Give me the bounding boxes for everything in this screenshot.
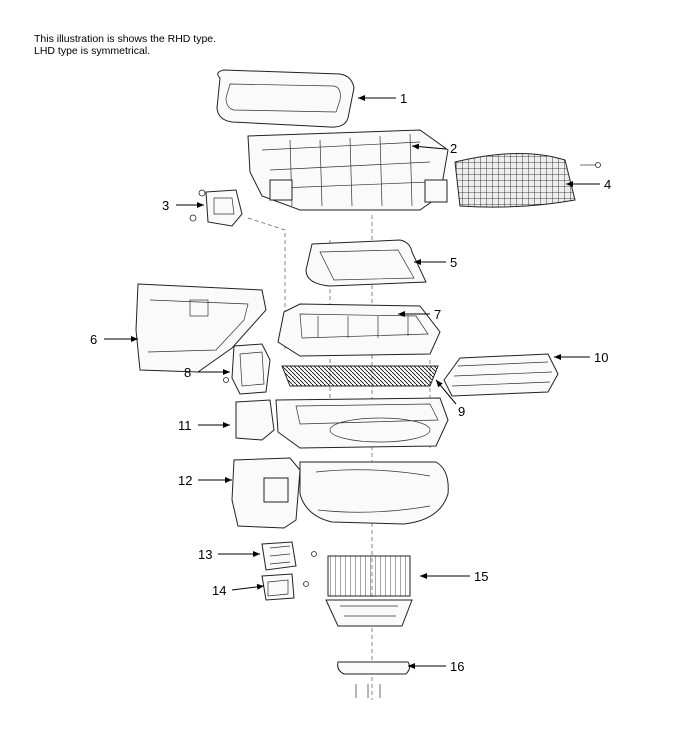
assembly-axis-lines [247, 215, 431, 700]
callout-numbers: 1 2 3 4 5 6 7 8 9 10 11 12 13 14 15 16 [90, 91, 611, 674]
part-7-intake-case [277, 303, 441, 357]
part-2-upper-case [247, 129, 449, 211]
part-5-housing [305, 239, 427, 287]
part-10-filter-cover [443, 353, 559, 397]
callout-13: 13 [198, 547, 212, 562]
part-14-control-module [261, 573, 309, 601]
callout-16: 16 [450, 659, 464, 674]
part-11-lower-intake [235, 397, 449, 449]
callout-3: 3 [162, 198, 169, 213]
part-1-gasket [216, 69, 355, 128]
callout-5: 5 [450, 255, 457, 270]
part-9-filter [281, 365, 439, 387]
callout-15: 15 [474, 569, 488, 584]
note-line-2: LHD type is symmetrical. [34, 45, 151, 57]
note-line-1: This illustration is shows the RHD type. [34, 33, 217, 45]
callout-6: 6 [90, 332, 97, 347]
callout-10: 10 [594, 350, 608, 365]
callout-14: 14 [212, 583, 226, 598]
illustration-note: This illustration is shows the RHD type.… [34, 33, 216, 57]
part-16-cover [337, 661, 411, 698]
part-4-mesh-screen [454, 152, 601, 208]
part-3-actuator [189, 189, 243, 227]
callout-leaders [104, 95, 600, 669]
callout-9: 9 [458, 404, 465, 419]
callout-8: 8 [184, 365, 191, 380]
callout-2: 2 [450, 141, 457, 156]
part-12-blower-case [231, 457, 449, 529]
callout-4: 4 [604, 177, 611, 192]
callout-7: 7 [434, 307, 441, 322]
part-15-blower-motor [325, 555, 413, 627]
callout-1: 1 [400, 91, 407, 106]
callout-12: 12 [178, 473, 192, 488]
part-8-actuator [223, 343, 271, 395]
callout-11: 11 [178, 418, 192, 433]
part-13-resistor [261, 541, 317, 571]
